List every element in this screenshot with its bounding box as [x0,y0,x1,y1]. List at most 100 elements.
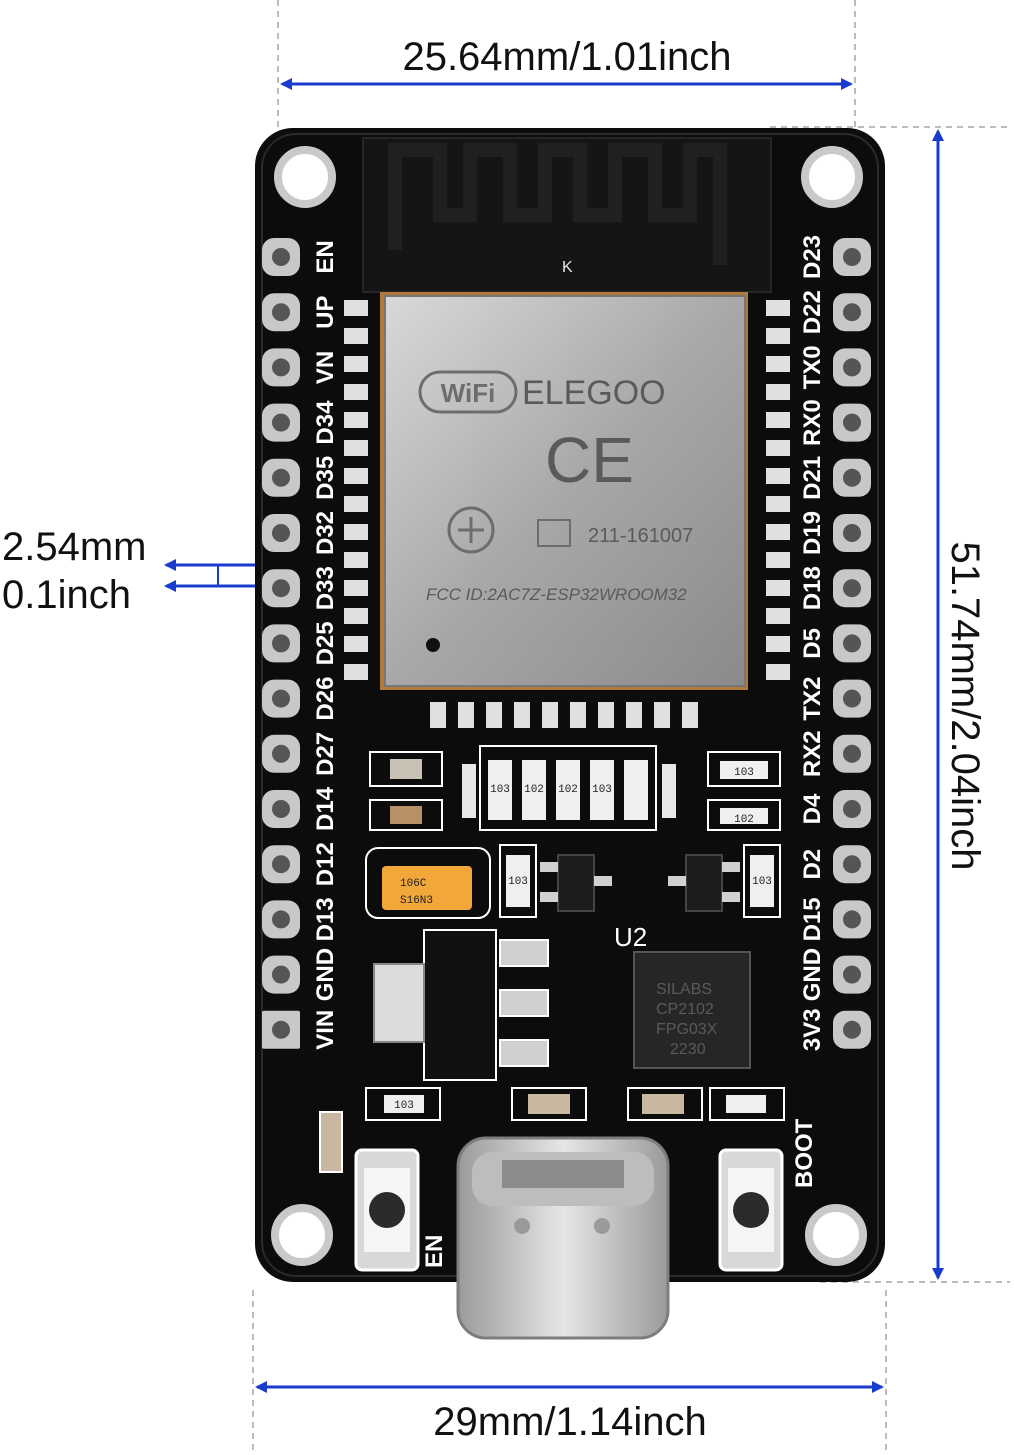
right-pin-hole [843,634,861,653]
pin-label-d34: D34 [312,400,339,445]
pin-label-vn: VN [312,351,339,384]
ce-mark: CE [545,424,634,496]
tantalum-capacitor: 106C S16N3 [382,866,472,910]
pin-label-d25: D25 [312,621,339,665]
pin-label-vin: VIN [312,1010,339,1050]
module-side-pad [766,300,790,316]
module-bottom-pad [542,702,558,728]
module-pads [344,300,790,728]
module-bottom-pad [430,702,446,728]
right-pin-hole [843,524,861,542]
pin-label-d2: D2 [799,849,826,880]
module-side-pad [766,580,790,596]
cert-mark-icon [447,506,495,554]
svg-text:2230: 2230 [670,1041,706,1058]
module-bottom-pad [654,702,670,728]
resistor-code: 103 [490,784,510,796]
rf-shield: WiFi ELEGOO CE 211-161007 FCC ID:2AC7Z-E… [380,292,748,690]
module-side-pad [344,412,368,428]
u2-label: U2 [614,922,647,952]
module-side-pad [344,524,368,540]
resistor-code: 103 [592,784,612,796]
pin-label-3v3: 3V3 [799,1008,826,1051]
smd-components [365,745,785,1121]
boot-button[interactable] [718,1148,784,1272]
height-label: 51.74mm/2.04inch [943,541,987,870]
wifi-logo: WiFi [418,370,518,414]
en-button-label: EN [421,1235,448,1268]
module-side-pad [344,384,368,400]
top-width-label: 25.64mm/1.01inch [402,35,731,79]
usb-c-connector [456,1136,670,1340]
pin-label-d4: D4 [799,793,826,824]
right-pin-hole [843,468,861,487]
module-bottom-pad [486,702,502,728]
left-pin-hole [272,248,290,266]
right-pin-hole [843,689,861,708]
module-side-pad [344,440,368,456]
pin-label-d23: D23 [799,235,826,279]
pin-label-rx2: RX2 [799,730,826,777]
right-pin-hole [843,800,861,818]
esp32-board: K WiFi ELEGOO CE 211-161007 FCC ID:2AC7Z… [255,128,885,1340]
right-pin-hole [843,413,861,432]
pin-label-rx0: RX0 [799,399,826,446]
transistors [540,854,740,912]
resistor-code: 102 [558,784,578,796]
module-side-pad [344,356,368,372]
right-pin-hole [843,1020,861,1039]
module-bottom-pad [514,702,530,728]
pin-label-d12: D12 [312,842,339,886]
pin-label-tx2: TX2 [799,677,826,721]
module-side-pad [766,356,790,372]
pin-label-d14: D14 [312,786,339,831]
voltage-regulator [373,929,549,1081]
resistor-bodies [319,759,774,1173]
pin-label-gnd: GND [312,948,339,1001]
resistor-code: 103 [508,876,528,888]
module-bottom-pad [626,702,642,728]
en-button[interactable] [354,1148,420,1272]
left-pin-labels: ENUPVND34D35D32D33D25D26D27D14D12D13GNDV… [312,240,339,1049]
right-pin-hole [843,358,861,377]
right-pin-hole [843,965,861,984]
module-side-pad [766,608,790,624]
pin-label-d27: D27 [312,732,339,776]
module-bottom-pad [682,702,698,728]
left-pin-hole [272,413,290,432]
module-side-pad [344,580,368,596]
module-side-pad [766,440,790,456]
dimension-guides [252,0,1010,1455]
pin-label-up: UP [312,296,339,329]
left-pin-hole [272,634,290,653]
resistor-code: 102 [734,814,754,826]
module-side-pad [766,664,790,680]
pin-pitch-inch-label: 0.1inch [2,573,131,617]
pin-label-d22: D22 [799,290,826,334]
boot-button-label: BOOT [791,1118,818,1188]
resistor-code: 103 [734,767,754,779]
usb-uart-chip: U2 SILABS CP2102 FPG03X 2230 [614,922,751,1069]
pin-pitch-mm-label: 2.54mm [2,525,147,569]
left-pin-hole [272,689,290,708]
module-side-pad [766,524,790,540]
pin-label-d5: D5 [799,628,826,659]
module-side-pad [766,496,790,512]
svg-text:FPG03X: FPG03X [656,1021,718,1038]
left-pin-hole [272,1020,290,1039]
resistor-code: 103 [752,876,772,888]
left-pin-hole [272,358,290,377]
module-side-pad [344,328,368,344]
module-side-pad [766,384,790,400]
module-side-pad [766,552,790,568]
module-side-pad [766,636,790,652]
antenna-mark: K [562,259,573,276]
pin-label-d15: D15 [799,897,826,941]
module-side-pad [766,412,790,428]
cert-code: 211-161007 [588,525,693,547]
pin-label-d32: D32 [312,511,339,555]
right-pin-hole [843,579,861,598]
module-side-pad [344,468,368,484]
resistor-code: 103 [394,1100,414,1112]
